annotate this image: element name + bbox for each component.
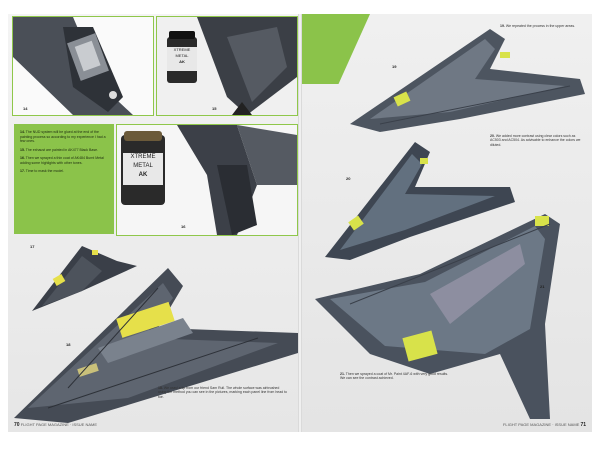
- photo-number: 19: [392, 64, 397, 69]
- photo-21-painted-jet: [315, 214, 560, 419]
- caption-21: 21. Then we sprayed a coat of Mr. Paint …: [340, 372, 449, 381]
- magazine-spread: 14 XTREME METAL AK 15 14. The NUD system…: [8, 14, 592, 432]
- footer-right: FLIGHT PAGE MAGAZINE · ISSUE NAME 71: [502, 422, 586, 428]
- cockpit-illustration: [13, 17, 133, 115]
- photo-number: 18: [66, 342, 71, 347]
- photo-number: 21: [540, 284, 545, 289]
- step-17: 17. Time to mask the model.: [20, 169, 64, 173]
- page-number: 71: [580, 422, 586, 428]
- page-number: 70: [14, 422, 20, 428]
- step-14: 14. The NUD system will be glued at the …: [20, 130, 106, 143]
- spine: [298, 14, 302, 432]
- paint-jar: XTREME METAL AK: [167, 31, 197, 83]
- left-page: 14 XTREME METAL AK 15 14. The NUD system…: [8, 14, 300, 432]
- photo-number: 15: [212, 106, 217, 111]
- paint-jar: XTREME METAL AK: [121, 131, 165, 205]
- step-15: 15. The exhaust are painted in AK477 Bla…: [20, 147, 98, 152]
- photo-15-exhaust: XTREME METAL AK 15: [156, 16, 298, 116]
- step-16: 16. Then we sprayed a thin coat of AK484…: [20, 156, 104, 165]
- photo-18-masked-jet: [14, 268, 298, 423]
- photo-17-masked-jet: [32, 246, 137, 311]
- steps-box: 14. The NUD system will be glued at the …: [14, 124, 114, 234]
- photo-16-metal-paint: XTREME METAL AK 16: [116, 124, 298, 236]
- engine-illustration: [177, 125, 297, 235]
- issue-name: ISSUE NAME: [72, 422, 98, 427]
- magazine-name: FLIGHT PAGE MAGAZINE: [502, 422, 552, 427]
- magazine-name: FLIGHT PAGE MAGAZINE: [20, 422, 69, 427]
- caption-18: 18. We used a tip from our friend Sam Ru…: [158, 386, 287, 399]
- photo-20-painted-jet: [325, 142, 515, 260]
- photo-14-cockpit: 14: [12, 16, 154, 116]
- caption-20: 20. We added more contrast using clear c…: [490, 134, 581, 147]
- photo-number: 17: [30, 244, 35, 249]
- issue-name: ISSUE NAME: [554, 422, 580, 427]
- footer-left: 70 FLIGHT PAGE MAGAZINE · ISSUE NAME: [14, 422, 98, 428]
- photo-number: 14: [23, 106, 28, 111]
- jar-label: XTREME METAL AK: [123, 153, 163, 185]
- exhaust-illustration: [197, 17, 297, 115]
- photo-19-painted-jet: [350, 29, 585, 132]
- photo-number: 20: [346, 176, 351, 181]
- right-page: 19 19. We repeated the process in the up…: [300, 14, 592, 432]
- jar-label: XTREME METAL AK: [167, 47, 197, 71]
- photo-number: 16: [181, 224, 186, 229]
- caption-19: 19. We repeated the process in the upper…: [500, 24, 576, 28]
